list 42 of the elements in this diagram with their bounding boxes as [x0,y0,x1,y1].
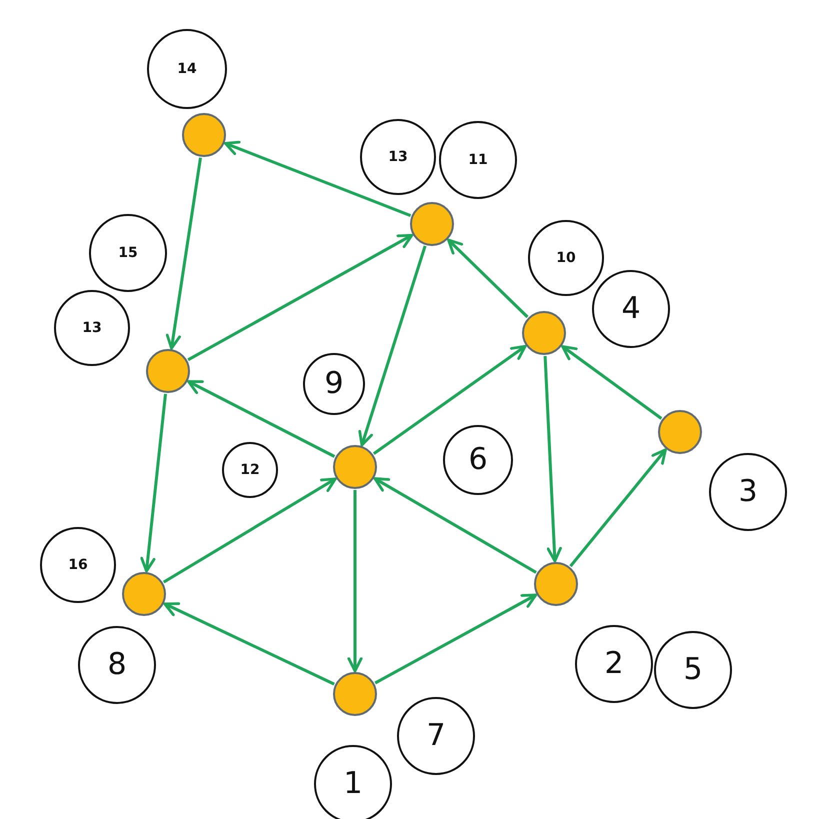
arrow [358,245,427,446]
node-circle [534,562,578,606]
node-circle [182,113,226,157]
arrow [447,238,529,318]
node-circle [146,349,190,393]
arrow [372,344,527,455]
number-label: 14 [177,62,197,76]
number-label: 13 [388,150,408,164]
arrow [569,448,667,568]
arrow [187,234,414,362]
arrow [374,477,537,574]
number-label: 3 [738,477,758,507]
arrow [166,157,202,350]
node-circle [410,202,454,246]
node-circle [658,410,702,454]
node-circle [333,445,377,489]
number-label: 11 [468,153,488,167]
arrow [163,602,335,686]
number-label: 12 [240,463,260,477]
arrow [187,380,336,458]
node-circle [522,311,566,355]
number-label: 6 [468,445,488,475]
number-label: 1 [343,769,363,799]
arrow [162,478,337,584]
arrow [544,356,562,562]
arrow [347,490,363,672]
number-label: 16 [68,558,88,572]
arrow [140,394,167,572]
number-label: 4 [621,294,641,324]
number-label: 2 [604,649,624,679]
arrow [374,594,538,684]
number-label: 5 [683,655,703,685]
number-label: 13 [82,321,102,335]
number-label: 8 [107,650,127,680]
arrow [224,140,412,217]
number-label: 15 [118,246,138,260]
number-label: 7 [426,721,446,751]
number-label: 9 [324,369,344,399]
number-label: 10 [556,251,576,265]
node-circle [333,672,377,716]
arrow [561,345,662,420]
node-circle [122,572,166,616]
